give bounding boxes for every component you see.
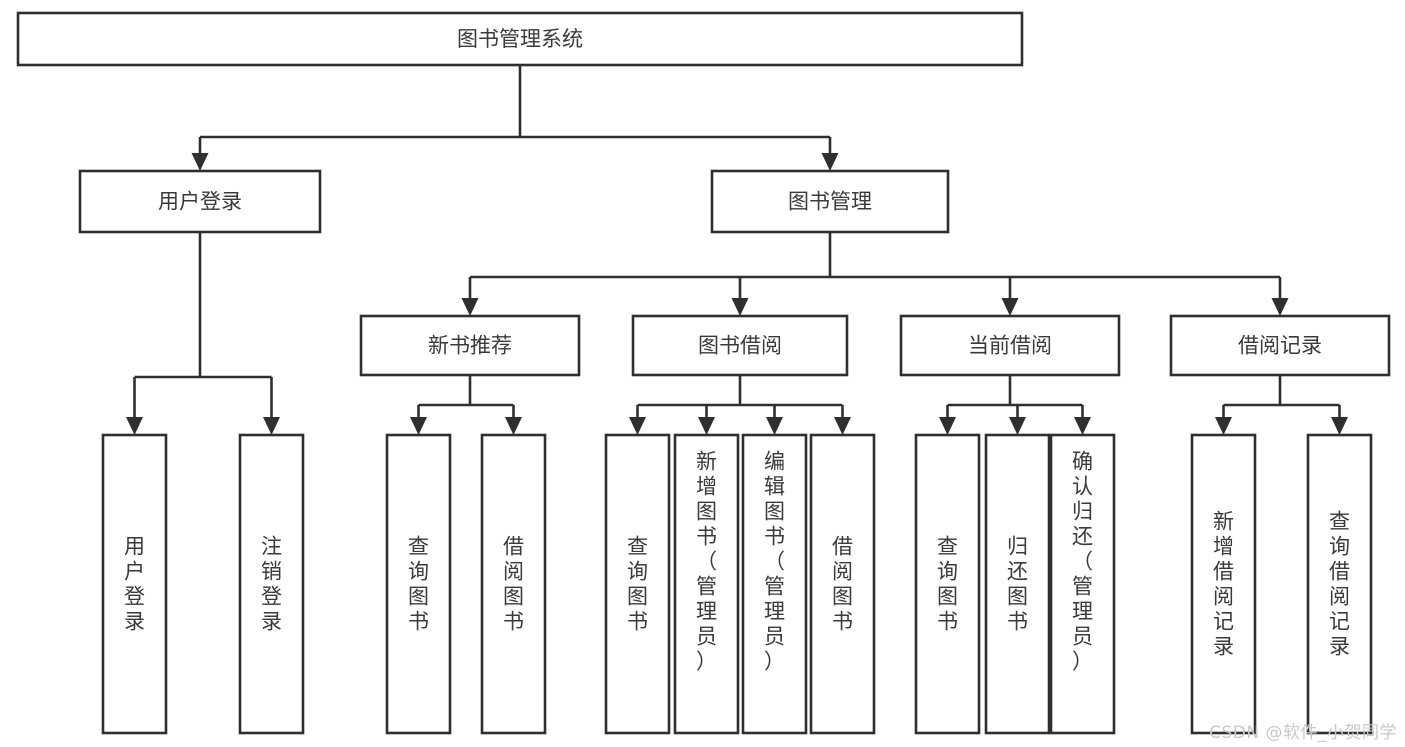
node-leaf-logout-label: 注销登录 bbox=[261, 535, 282, 634]
node-leaf-return-book-box[interactable] bbox=[984, 433, 1051, 735]
node-user-login-box[interactable] bbox=[78, 169, 322, 234]
book-manage-branch-arrow-0 bbox=[461, 298, 479, 316]
node-current-borrow-box[interactable] bbox=[899, 314, 1121, 377]
root-branch-arrow-0 bbox=[191, 153, 209, 171]
node-new-book-rec-label: 新书推荐 bbox=[428, 334, 512, 358]
node-leaf-confirm-return[interactable]: 确认归还（管理员） bbox=[1049, 433, 1116, 735]
book-manage-branch-arrow-2 bbox=[1001, 298, 1019, 316]
node-leaf-borrow-book-2-label: 借阅图书 bbox=[832, 535, 853, 634]
node-leaf-query-book-3-label: 查询图书 bbox=[937, 535, 958, 634]
new-book-rec-leaves-arrow-1 bbox=[505, 417, 522, 435]
node-leaf-query-book-2-box[interactable] bbox=[604, 433, 671, 735]
node-leaf-user-login-label: 用户登录 bbox=[124, 535, 145, 634]
node-root-box[interactable] bbox=[16, 11, 1024, 67]
connector-layer bbox=[126, 65, 1348, 435]
book-borrow-leaves-arrow-3 bbox=[834, 417, 851, 435]
node-leaf-add-record[interactable]: 新增借阅记录 bbox=[1190, 433, 1257, 735]
node-leaf-add-book-label: 新增图书（管理员） bbox=[696, 450, 717, 674]
node-book-manage-label: 图书管理 bbox=[788, 190, 872, 214]
node-root[interactable]: 图书管理系统 bbox=[16, 11, 1024, 67]
node-root-label: 图书管理系统 bbox=[457, 27, 583, 51]
current-borrow-leaves-arrow-2 bbox=[1074, 417, 1091, 435]
user-login-leaves-arrow-1 bbox=[263, 417, 280, 435]
node-leaf-borrow-book-1[interactable]: 借阅图书 bbox=[480, 433, 547, 735]
node-current-borrow-label: 当前借阅 bbox=[968, 334, 1052, 358]
node-leaf-borrow-book-1-label: 借阅图书 bbox=[503, 535, 524, 634]
node-leaf-query-book-1[interactable]: 查询图书 bbox=[385, 433, 452, 735]
node-leaf-borrow-book-1-box[interactable] bbox=[480, 433, 547, 735]
node-leaf-add-record-box[interactable] bbox=[1190, 433, 1257, 735]
node-leaf-query-record-box[interactable] bbox=[1306, 433, 1373, 735]
csdn-watermark: CSDN @软件_小贺同学 bbox=[1209, 723, 1397, 743]
node-current-borrow[interactable]: 当前借阅 bbox=[899, 314, 1121, 377]
node-borrow-record[interactable]: 借阅记录 bbox=[1169, 314, 1391, 377]
node-leaf-return-book-label: 归还图书 bbox=[1007, 535, 1028, 634]
node-new-book-rec-box[interactable] bbox=[359, 314, 581, 377]
node-leaf-query-book-2[interactable]: 查询图书 bbox=[604, 433, 671, 735]
borrow-record-leaves-arrow-1 bbox=[1331, 417, 1348, 435]
node-leaf-return-book[interactable]: 归还图书 bbox=[984, 433, 1051, 735]
node-leaf-query-book-2-label: 查询图书 bbox=[627, 535, 648, 634]
node-borrow-record-box[interactable] bbox=[1169, 314, 1391, 377]
user-login-leaves-arrow-0 bbox=[126, 417, 143, 435]
node-user-login-label: 用户登录 bbox=[158, 190, 242, 214]
node-leaf-add-book[interactable]: 新增图书（管理员） bbox=[673, 433, 740, 735]
new-book-rec-leaves-arrow-0 bbox=[410, 417, 427, 435]
node-leaf-borrow-book-2[interactable]: 借阅图书 bbox=[809, 433, 876, 735]
node-leaf-borrow-book-2-box[interactable] bbox=[809, 433, 876, 735]
node-leaf-query-book-1-box[interactable] bbox=[385, 433, 452, 735]
node-user-login[interactable]: 用户登录 bbox=[78, 169, 322, 234]
node-leaf-confirm-return-box[interactable] bbox=[1049, 433, 1116, 735]
current-borrow-leaves-arrow-1 bbox=[1009, 417, 1026, 435]
node-leaf-add-record-label: 新增借阅记录 bbox=[1213, 510, 1234, 659]
node-leaf-query-record[interactable]: 查询借阅记录 bbox=[1306, 433, 1373, 735]
node-leaf-edit-book-label: 编辑图书（管理员） bbox=[764, 450, 785, 674]
node-borrow-record-label: 借阅记录 bbox=[1238, 334, 1322, 358]
borrow-record-leaves-arrow-0 bbox=[1215, 417, 1232, 435]
node-book-borrow-label: 图书借阅 bbox=[698, 334, 782, 358]
node-leaf-query-book-3[interactable]: 查询图书 bbox=[914, 433, 981, 735]
node-new-book-rec[interactable]: 新书推荐 bbox=[359, 314, 581, 377]
node-leaf-logout[interactable]: 注销登录 bbox=[238, 433, 305, 735]
node-leaf-query-book-1-label: 查询图书 bbox=[408, 535, 429, 634]
book-borrow-leaves-arrow-0 bbox=[629, 417, 646, 435]
node-leaf-add-book-box[interactable] bbox=[673, 433, 740, 735]
node-leaf-query-record-label: 查询借阅记录 bbox=[1329, 510, 1350, 659]
current-borrow-leaves-arrow-0 bbox=[939, 417, 956, 435]
node-leaf-user-login[interactable]: 用户登录 bbox=[101, 433, 168, 735]
root-branch-arrow-1 bbox=[821, 153, 839, 171]
node-leaf-edit-book[interactable]: 编辑图书（管理员） bbox=[741, 433, 808, 735]
node-layer: 图书管理系统用户登录图书管理新书推荐图书借阅当前借阅借阅记录用户登录注销登录查询… bbox=[16, 11, 1391, 735]
node-book-manage-box[interactable] bbox=[710, 169, 950, 234]
node-leaf-confirm-return-label: 确认归还（管理员） bbox=[1072, 450, 1093, 674]
node-book-manage[interactable]: 图书管理 bbox=[710, 169, 950, 234]
node-leaf-edit-book-box[interactable] bbox=[741, 433, 808, 735]
book-manage-branch-arrow-3 bbox=[1271, 298, 1289, 316]
node-leaf-logout-box[interactable] bbox=[238, 433, 305, 735]
book-borrow-leaves-arrow-2 bbox=[766, 417, 783, 435]
node-leaf-query-book-3-box[interactable] bbox=[914, 433, 981, 735]
node-leaf-user-login-box[interactable] bbox=[101, 433, 168, 735]
book-manage-branch-arrow-1 bbox=[731, 298, 749, 316]
node-book-borrow-box[interactable] bbox=[631, 314, 849, 377]
node-book-borrow[interactable]: 图书借阅 bbox=[631, 314, 849, 377]
book-borrow-leaves-arrow-1 bbox=[698, 417, 715, 435]
